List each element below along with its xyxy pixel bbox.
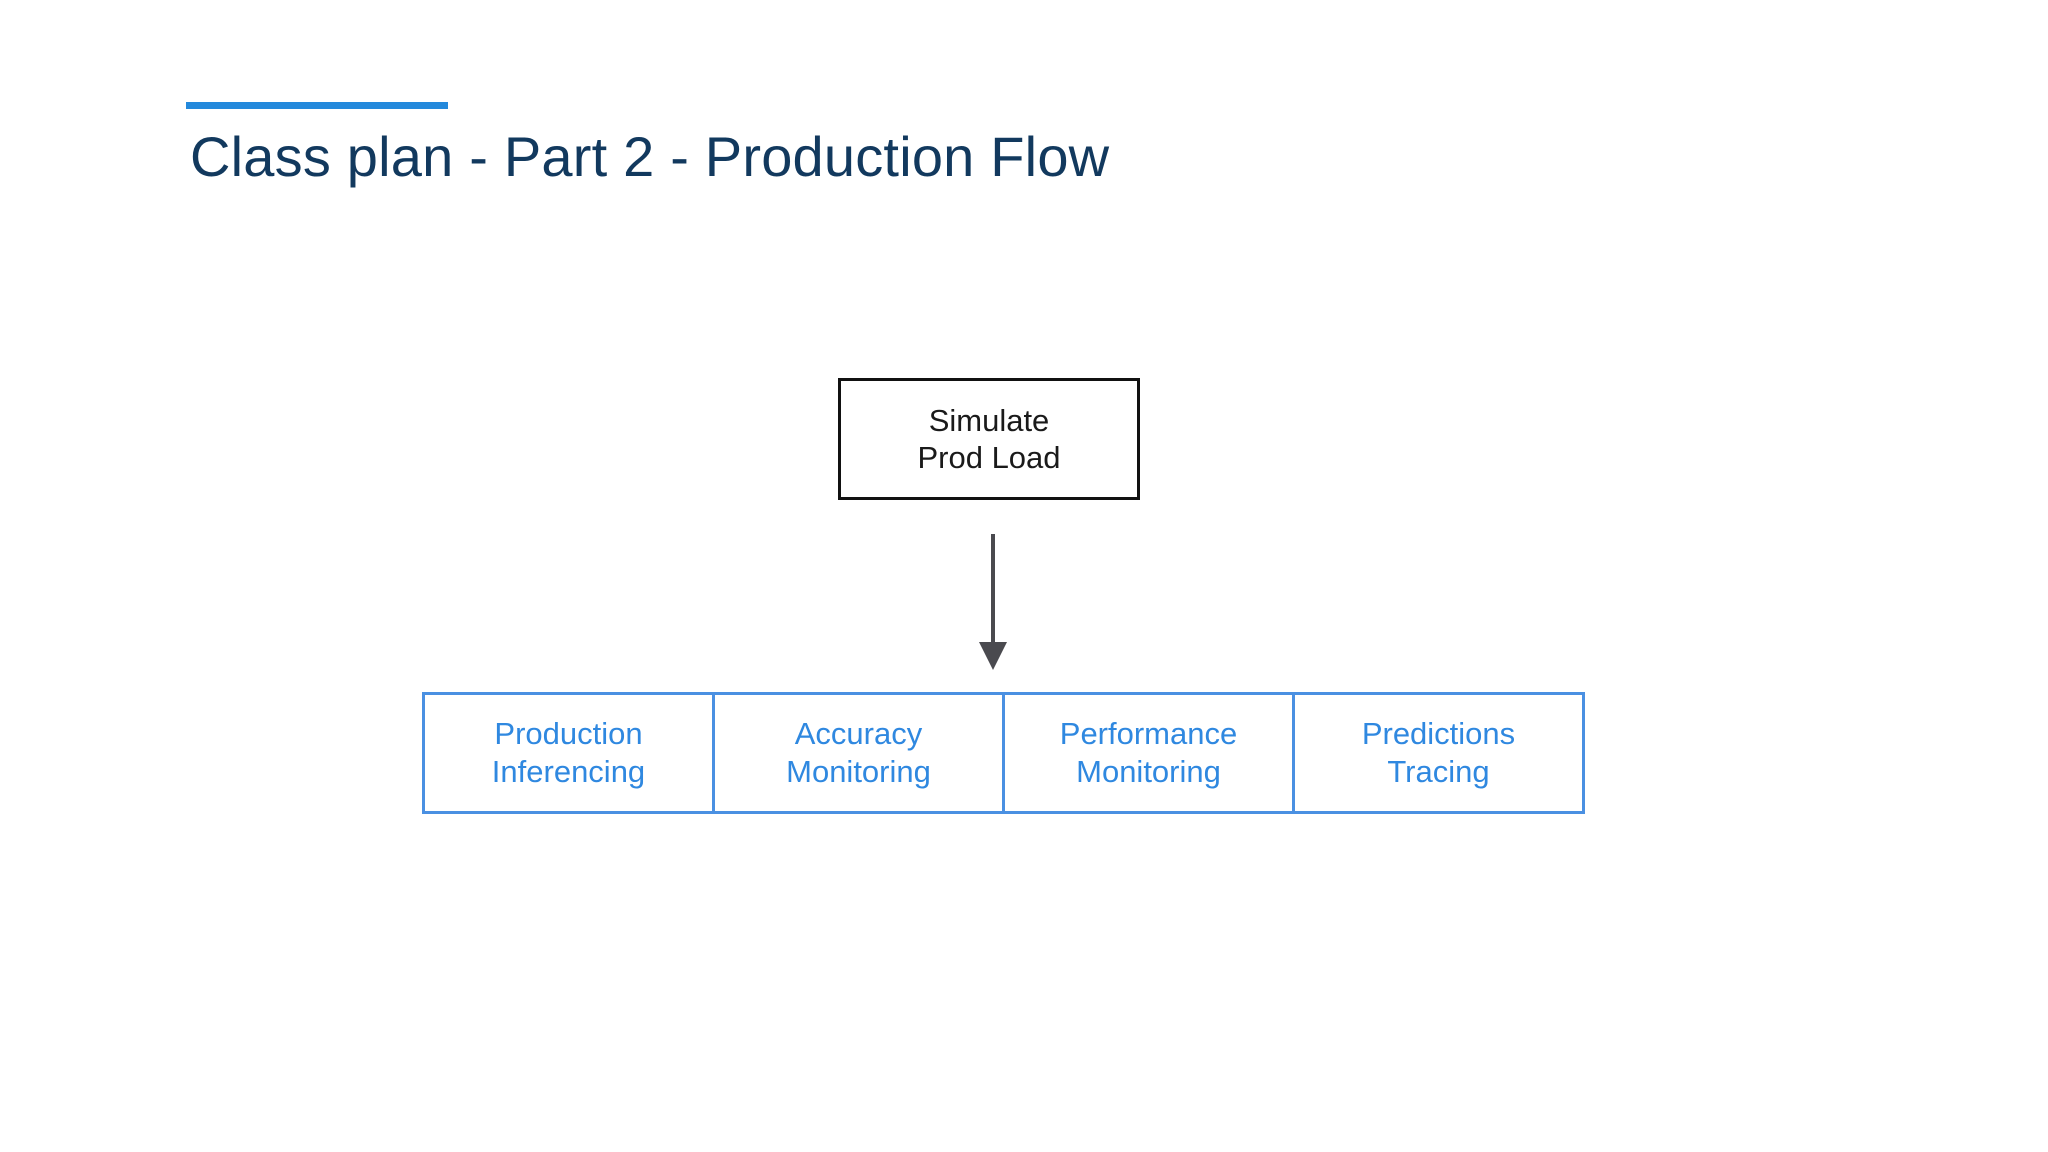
node-label-line-2: Prod Load xyxy=(917,440,1061,475)
page-title: Class plan - Part 2 - Production Flow xyxy=(190,125,1110,188)
diagram-stage-row: Production Inferencing Accuracy Monitori… xyxy=(422,692,1585,814)
stage-label-line-2: Inferencing xyxy=(491,754,646,789)
stage-label-line-2: Tracing xyxy=(1387,754,1490,789)
arrow-down-icon xyxy=(979,534,1007,670)
diagram-node-production-inferencing[interactable]: Production Inferencing xyxy=(425,695,715,811)
stage-label-line-1: Accuracy xyxy=(794,716,923,752)
diagram-node-simulate-prod-load[interactable]: Simulate Prod Load xyxy=(838,378,1140,500)
stage-label-line-1: Predictions xyxy=(1361,716,1516,752)
stage-label-line-2: Monitoring xyxy=(786,754,931,789)
node-label-line-1: Simulate xyxy=(928,402,1050,438)
stage-label-line-1: Production xyxy=(494,716,643,752)
stage-label-line-2: Monitoring xyxy=(1076,754,1221,789)
stage-label-line-1: Performance xyxy=(1059,716,1238,752)
diagram-node-performance-monitoring[interactable]: Performance Monitoring xyxy=(1005,695,1295,811)
title-accent-bar xyxy=(186,102,448,109)
diagram-node-predictions-tracing[interactable]: Predictions Tracing xyxy=(1295,695,1582,811)
diagram-node-accuracy-monitoring[interactable]: Accuracy Monitoring xyxy=(715,695,1005,811)
